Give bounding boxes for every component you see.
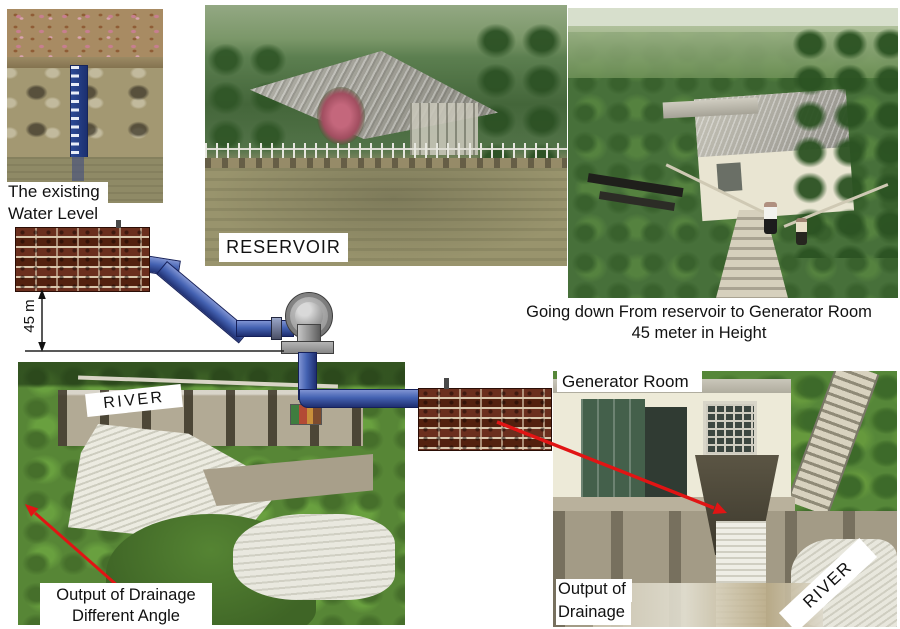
building-window: [716, 162, 743, 192]
height-dimension-label: 45 m: [20, 299, 38, 333]
water-level-photo: [7, 9, 163, 203]
brick-anchor-lower-pin: [444, 378, 449, 389]
wall-petals-texture: [7, 9, 163, 61]
drainage-different-angle-caption: Output of Drainage Different Angle: [40, 583, 212, 629]
brick-anchor-lower: [418, 388, 552, 451]
open-doorway: [645, 407, 687, 499]
stairway-caption-line2: 45 meter in Height: [631, 324, 767, 342]
gauge-reflection: [72, 157, 84, 181]
barred-window: [703, 401, 757, 457]
stairway-caption-line1: Going down From reservoir to Generator R…: [526, 303, 872, 321]
drainage-right-caption-line2: Drainage: [556, 602, 631, 625]
outlet-pipe-horizontal: [299, 389, 422, 408]
brick-anchor-upper-pin: [116, 220, 121, 228]
person-white-shirt: [764, 202, 777, 234]
drainage-output-caption: Output of Drainage: [556, 579, 632, 625]
water-level-gauge: [70, 65, 88, 171]
fence-railing: [205, 143, 567, 160]
drainage-right-caption-line1: Output of: [556, 579, 632, 602]
height-dimension-arrowhead-bottom: [38, 342, 46, 352]
reservoir-label: RESERVOIR: [219, 233, 348, 262]
water-level-caption: The existing Water Level: [7, 182, 108, 226]
whitewater-lower: [233, 514, 395, 600]
stone-embankment: [205, 158, 567, 170]
water-level-caption-line2: Water Level: [7, 204, 107, 226]
generator-room-label: Generator Room: [557, 371, 702, 392]
flower-bush: [317, 87, 365, 145]
green-door: [581, 399, 645, 499]
brick-anchor-upper: [15, 227, 150, 292]
drainage-left-caption-line2: Different Angle: [72, 607, 180, 625]
stairway-photo: [568, 8, 898, 298]
drainage-left-caption-line1: Output of Drainage: [56, 586, 196, 604]
reservoir-photo: [205, 5, 567, 266]
pipe-coupling: [271, 317, 282, 340]
water-level-caption-line1: The existing: [7, 182, 108, 204]
foreground-tree: [790, 26, 898, 258]
stairway: [716, 210, 788, 298]
stairway-caption: Going down From reservoir to Generator R…: [500, 302, 898, 344]
wall-ledge: [7, 57, 163, 68]
person-cream-shirt: [796, 218, 807, 245]
